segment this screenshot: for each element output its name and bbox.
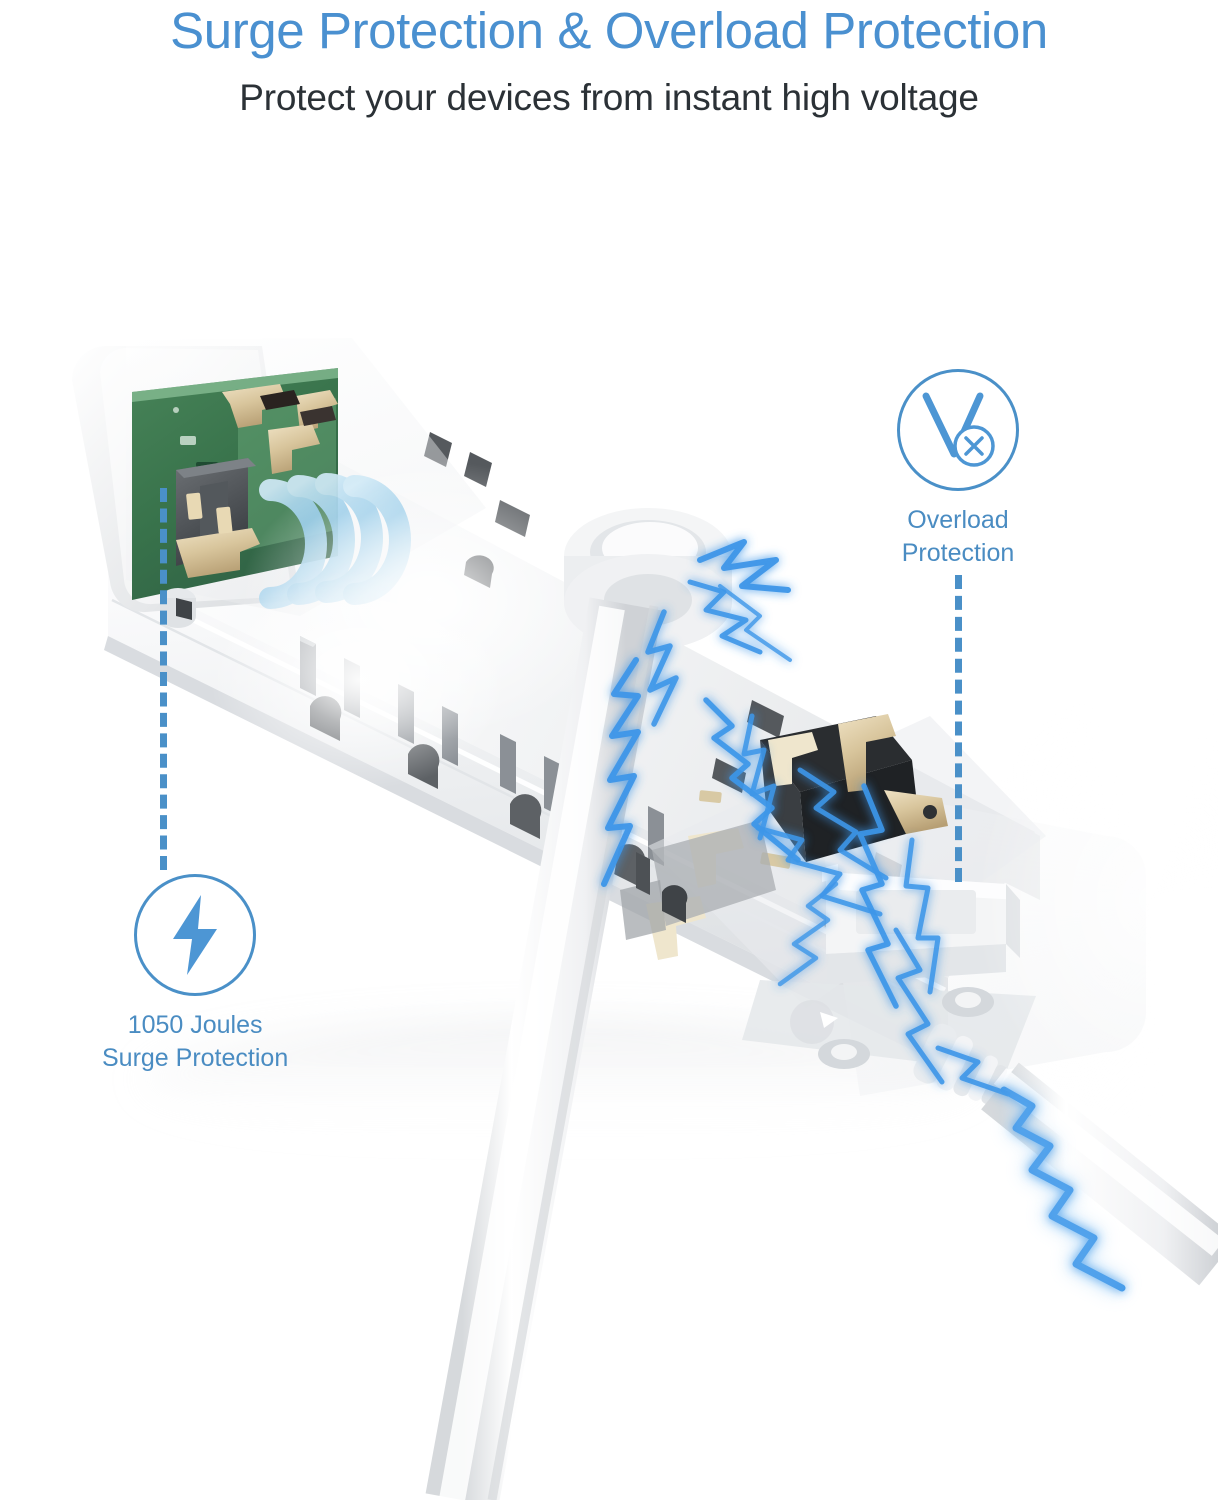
leader-line-surge (160, 488, 167, 870)
leader-line-overload (955, 575, 962, 882)
badge-caption-line1: Overload (907, 506, 1009, 534)
badge-ring (134, 874, 257, 996)
cord-grommet (564, 508, 732, 650)
page-title: Surge Protection & Overload Protection (170, 2, 1048, 59)
page-subtitle: Protect your devices from instant high v… (239, 77, 979, 119)
badge-caption-line2: Protection (901, 538, 1015, 567)
surge-protection-module (132, 368, 620, 790)
badge-caption-line1: 1050 Joules (127, 1011, 263, 1039)
badge-surge-protection: 1050 Joules Surge Protection (102, 874, 288, 1073)
badge-ring (897, 369, 1019, 491)
voltage-cutoff-icon (922, 392, 995, 467)
badge-caption-line2: Surge Protection (102, 1043, 289, 1072)
badge-overload-protection: Overload Protection (897, 369, 1019, 568)
lightning-bolt-icon (173, 895, 218, 975)
header: Surge Protection & Overload Protection P… (0, 0, 1218, 119)
